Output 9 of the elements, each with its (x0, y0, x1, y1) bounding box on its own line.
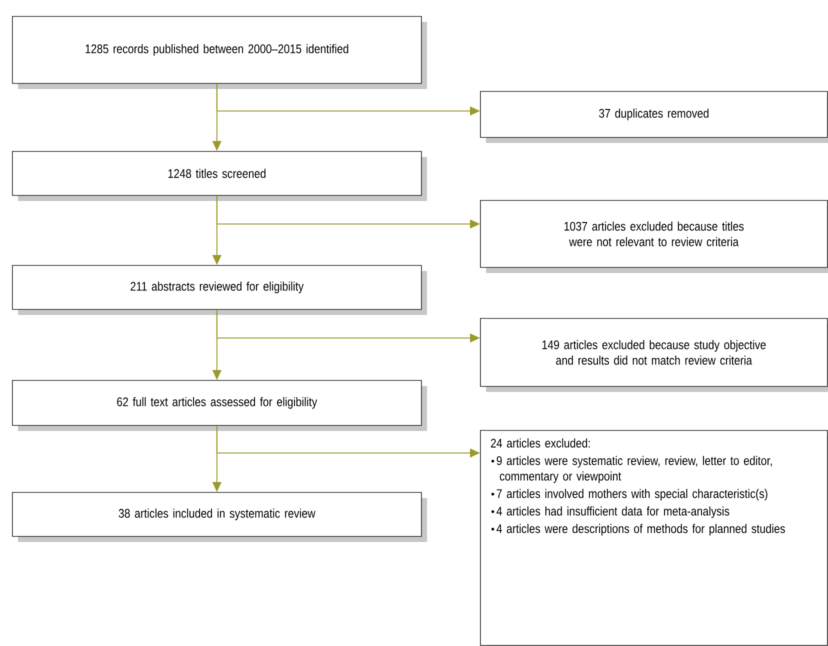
process-box: 38 articles included in systematic review (12, 492, 427, 542)
process-box: 211 abstracts reviewed for eligibility (12, 265, 427, 315)
process-box: 149 articles excluded because study objective and results did not match review criteria (480, 318, 828, 392)
process-box: 1037 articles excluded because titles were not relevant to review criteria (480, 200, 828, 273)
process-box: 37 duplicates removed (480, 91, 828, 143)
process-box: 1285 records published between 2000–2015 identified (12, 16, 427, 89)
process-box: 62 full text articles assessed for eligibility (12, 380, 427, 431)
process-box: 24 articles excluded: 9 articles were systematic review, review, letter to editor, commentary or viewpoint 7 articles involved mothers with special characteristic(s) 4 articles had insufficient data for meta-analysis 4 articles were descriptions of methods for planned studies (480, 430, 828, 646)
process-box: 1248 titles screened (12, 151, 427, 201)
